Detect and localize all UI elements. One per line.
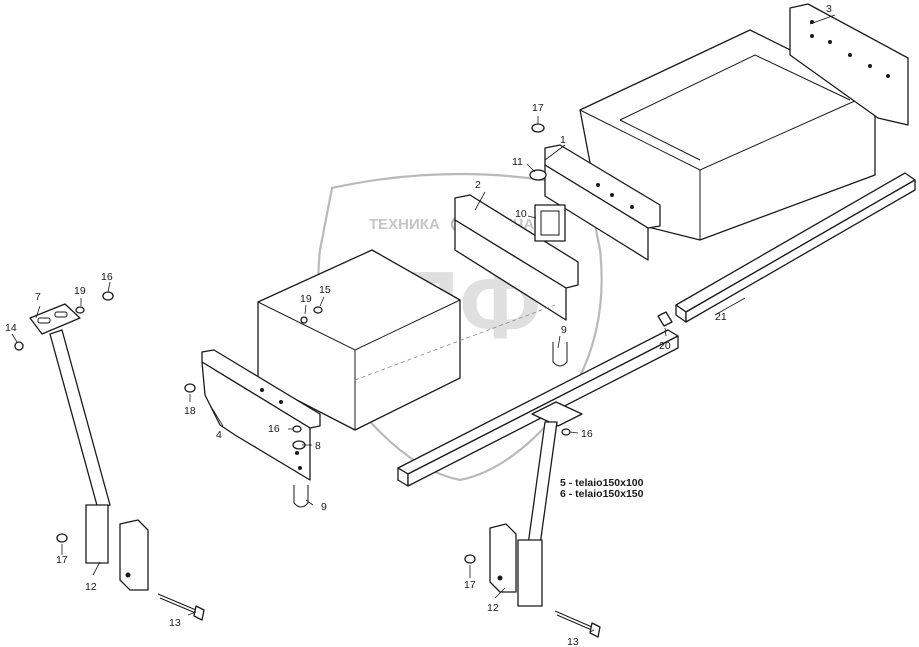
callout-16-left: 16 [101,271,113,283]
leader-lines [11,14,836,633]
callout-10: 10 [515,208,527,220]
bolt-13-right [554,610,601,638]
callout-16-right: 16 [581,428,593,440]
part-10-clamp [534,204,566,242]
callout-2: 2 [475,179,481,191]
callout-8: 8 [315,440,321,452]
part-21-tube [675,172,916,323]
callout-1: 1 [560,134,566,146]
callout-19-left: 19 [74,285,86,297]
callout-17-left: 17 [56,554,68,566]
callout-19-mid: 19 [300,293,312,305]
callout-12-left: 12 [85,581,97,593]
callout-9-right: 9 [561,324,567,336]
callout-4: 4 [216,429,222,441]
part-1-bracket [544,144,661,261]
callout-17-top: 17 [532,102,544,114]
callout-16-mid: 16 [268,423,280,435]
callout-18: 18 [184,405,196,417]
part-2-bracket [454,194,579,321]
part-3-plate [789,3,909,126]
callout-9-left: 9 [321,501,327,513]
callout-15: 15 [319,284,331,296]
part-4-bracket [201,349,321,481]
callout-labels: 1 2 3 4 7 8 9 9 10 11 12 12 13 13 14 15 … [5,3,832,647]
part-9-ubolt-right [552,342,568,367]
part-20-cap [657,311,673,327]
callout-11: 11 [512,156,523,168]
callout-13-right: 13 [567,636,579,647]
left-leg [29,303,149,591]
legend-line-6: 6 - telaio150x150 [560,488,644,500]
bolt-13-left [157,593,205,621]
callout-12-right: 12 [487,602,499,614]
legend-line-5: 5 - telaio150x100 [560,477,644,489]
part-9-ubolt-left [293,485,309,508]
callout-3: 3 [826,3,832,15]
small-hardware [14,123,571,564]
callout-14: 14 [5,322,17,334]
callout-21: 21 [715,311,727,323]
left-box [257,249,556,431]
callout-17-right: 17 [464,579,476,591]
right-leg [489,401,583,607]
callout-13-left: 13 [169,617,181,629]
callout-20: 20 [659,340,671,352]
callout-7: 7 [35,291,41,303]
watermark-brand-left: ТЕХНИКА [369,216,440,233]
